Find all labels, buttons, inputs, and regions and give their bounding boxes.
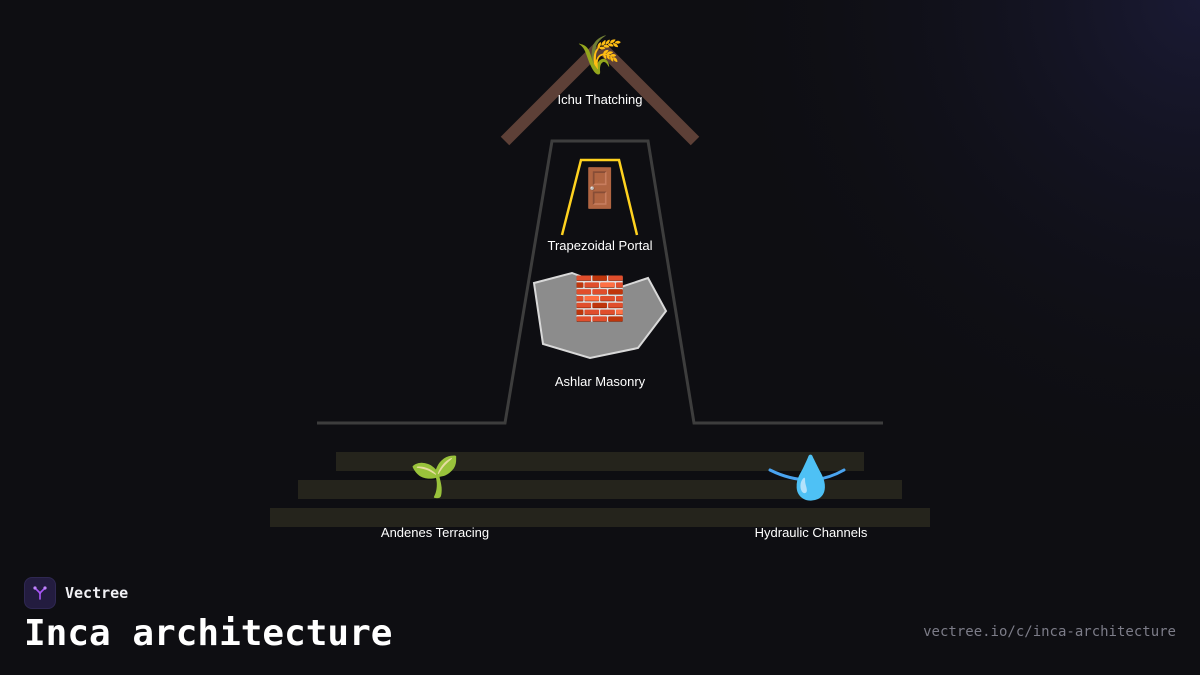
roof-left-slope [500,43,603,146]
water-channel [768,468,846,482]
terrace-step-middle [298,480,902,499]
sheaf-of-rice-icon: 🌾 [576,33,623,77]
droplet-icon: 💧 [785,453,837,502]
water-arc-left [768,468,812,482]
node-ichu-thatching: 🌾 Ichu Thatching [557,33,642,107]
trapezoidal-portal-outline [560,158,639,236]
logo-glyph [33,586,47,600]
house-wall-outline [317,139,883,425]
brand-name: Vectree [65,584,129,602]
node-hydraulic-channels: 💧 Hydraulic Channels [755,453,868,540]
node-ashlar-masonry: 🧱 Ashlar Masonry [555,274,646,389]
ashlar-stone [532,271,668,360]
node-trapezoidal-portal: 🚪 Trapezoidal Portal [547,166,652,253]
node-label: Ichu Thatching [557,92,642,107]
node-andenes-terracing: 🌱 Andenes Terracing [381,454,489,540]
door-icon: 🚪 [576,166,623,210]
node-label: Trapezoidal Portal [547,238,652,253]
thatched-roof [500,43,700,146]
node-label: Hydraulic Channels [755,525,868,540]
terrace-step-top [336,452,864,471]
brick-icon: 🧱 [574,274,626,323]
brand-lockup: Vectree [24,577,128,609]
page-url[interactable]: vectree.io/c/inca-architecture [923,624,1176,640]
terraces [270,452,930,527]
water-arc-right [812,468,846,482]
page-title: Inca architecture [24,613,393,654]
terrace-step-bottom [270,508,930,527]
seedling-icon: 🌱 [410,454,460,500]
node-label: Ashlar Masonry [555,374,646,389]
roof-right-slope [597,43,700,146]
vectree-tree-logo-icon [24,577,56,609]
node-label: Andenes Terracing [381,525,489,540]
